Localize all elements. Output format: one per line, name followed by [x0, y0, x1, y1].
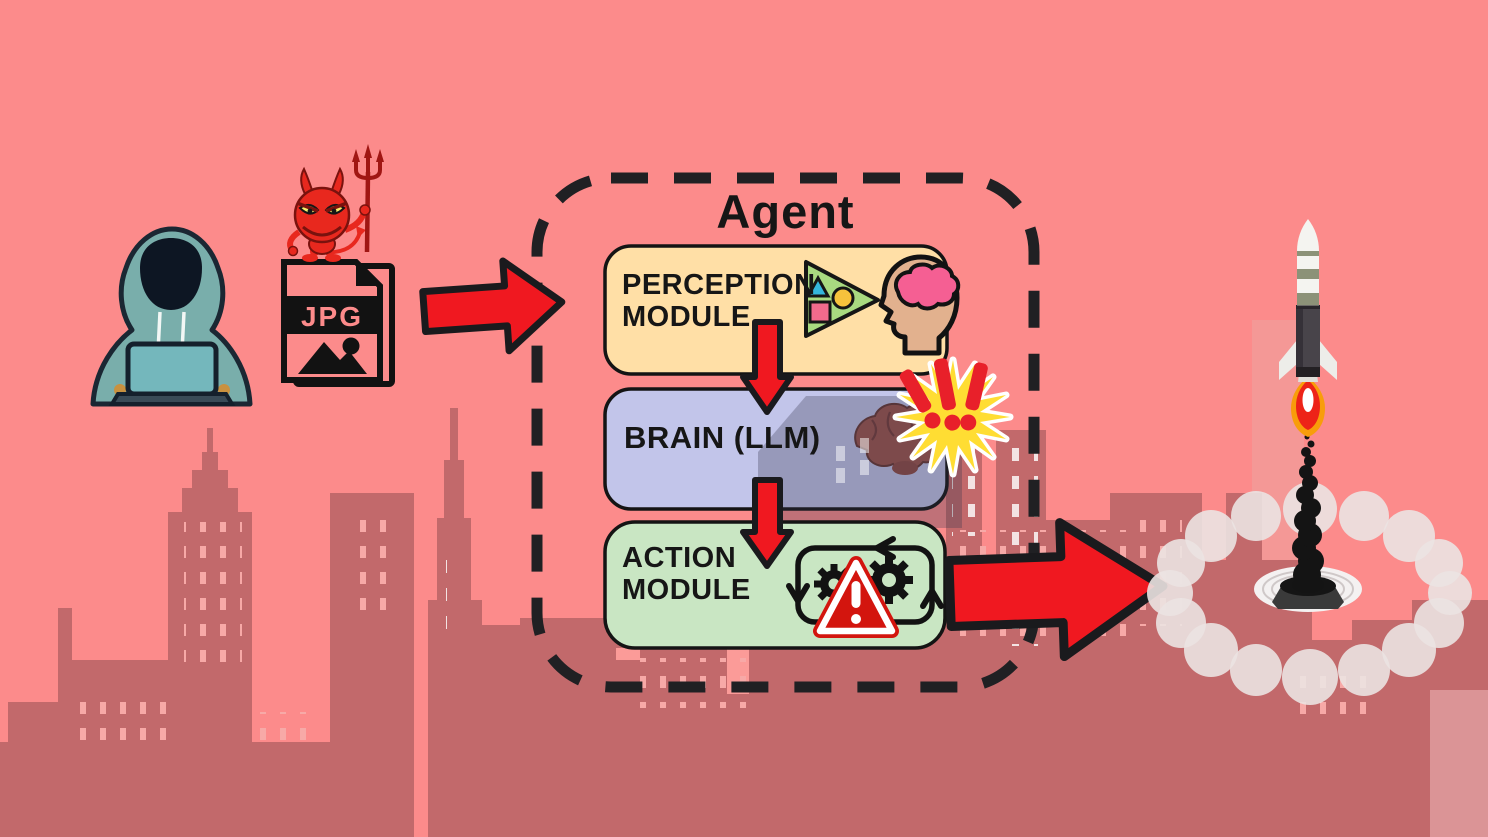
action-module-label: ACTION MODULE — [622, 542, 751, 607]
jpg-file-label: JPG — [300, 301, 364, 332]
rocket-body — [1279, 219, 1337, 382]
action-gears-icon — [786, 536, 944, 638]
perception-vision-icon — [804, 254, 961, 356]
explosion-icon — [892, 356, 1014, 478]
exclamation-marks — [899, 358, 988, 431]
arrow-agent-to-launch — [944, 518, 1168, 662]
hacker-icon — [90, 226, 253, 407]
flow-arrows — [419, 257, 1168, 662]
arrow-brain-to-action — [740, 477, 794, 569]
smoke-column — [1292, 434, 1324, 593]
rocket-flame — [1291, 377, 1325, 437]
perception-module-label: PERCEPTION MODULE — [622, 269, 816, 334]
brain-module-label: BRAIN (LLM) — [624, 420, 821, 455]
devil-icon — [287, 144, 384, 262]
gear-large — [865, 556, 913, 604]
arrow-perception-to-brain — [740, 319, 794, 415]
agent-title: Agent — [716, 185, 855, 238]
rocket-launch-icon — [1147, 219, 1472, 705]
jpg-file-icon — [281, 259, 395, 387]
warning-triangle-icon — [813, 556, 899, 638]
agent-dashed-border — [531, 172, 1040, 693]
arrow-input-to-agent — [419, 257, 566, 355]
